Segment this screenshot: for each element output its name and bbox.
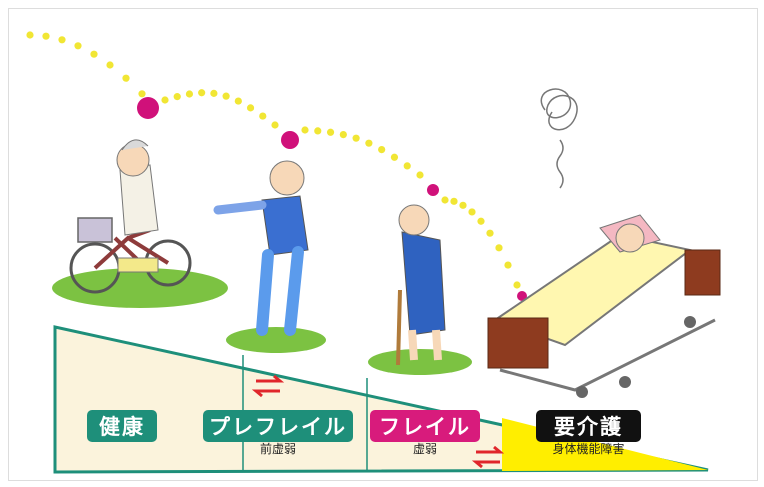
trail-dot: [271, 121, 279, 129]
trail-dot: [161, 96, 169, 104]
trail-dot: [459, 201, 467, 209]
transition-arrow-icon: [251, 374, 285, 398]
balls: [137, 97, 527, 301]
stage-sublabel: 身体機能障害: [552, 441, 624, 456]
trail-dot: [339, 131, 347, 139]
trail-dot: [26, 31, 34, 39]
trail-dot: [42, 32, 50, 40]
trail-dot: [352, 134, 360, 142]
trail-dot: [246, 104, 255, 112]
trail-dot: [234, 97, 242, 105]
trail-dot: [468, 208, 476, 216]
trail-dot: [495, 244, 503, 252]
trail-dot: [90, 50, 98, 58]
trail-dot: [416, 171, 424, 179]
stage-sublabel: 虚弱: [413, 442, 437, 456]
dizzy-scribble-icon: [540, 88, 578, 189]
elderly-cane-icon: [396, 204, 446, 366]
stage-label: プレフレイル: [209, 415, 347, 439]
trail-dot: [122, 74, 130, 82]
stage-label: 要介護: [554, 415, 623, 439]
trail-dot: [58, 36, 66, 44]
trail-dot: [326, 128, 335, 136]
trail-dot: [106, 61, 114, 69]
grass-patch: [226, 327, 326, 353]
stage-badge-box: [87, 410, 157, 442]
trail-dot: [513, 281, 521, 289]
trail-dot: [477, 217, 485, 225]
trail-dot: [210, 89, 218, 97]
trail-dot: [138, 90, 146, 98]
bedridden-patient-icon: [487, 214, 721, 398]
trail-dot: [365, 139, 373, 147]
ball-icon: [517, 291, 527, 301]
stage-sublabel: 前虚弱: [260, 441, 296, 456]
trail-dot: [403, 162, 411, 170]
trail-dot: [450, 197, 458, 205]
transition-arrow-icon: [471, 445, 505, 469]
ball-icon: [137, 97, 159, 119]
trail-dot: [486, 229, 494, 237]
trail-dot: [314, 127, 322, 135]
stage-badge-box: [203, 410, 353, 442]
trail-dot: [198, 89, 206, 97]
trail-dot: [441, 196, 449, 204]
trail-dot: [504, 261, 512, 269]
stage-badge: 健康: [87, 410, 157, 442]
trail-dot: [301, 126, 309, 134]
ball-icon: [281, 131, 299, 149]
ball-icon: [427, 184, 439, 196]
trail-dot: [173, 93, 181, 101]
stage-label: フレイル: [379, 415, 471, 439]
elderly-cyclist-icon: [69, 139, 192, 294]
elderly-reaching-icon: [213, 160, 309, 336]
stage-badge-box: [370, 410, 480, 442]
grass-patch: [52, 268, 228, 308]
trail-dot: [378, 146, 386, 154]
trail-dot: [259, 112, 267, 120]
ball-trail: [26, 31, 521, 289]
stage-badge-box: [536, 410, 641, 442]
trail-dot: [222, 92, 230, 100]
trail-dot: [185, 90, 194, 98]
trail-dot: [390, 153, 399, 161]
grass-patch: [368, 349, 472, 375]
trail-dot: [74, 42, 82, 50]
stage-label: 健康: [99, 415, 145, 439]
